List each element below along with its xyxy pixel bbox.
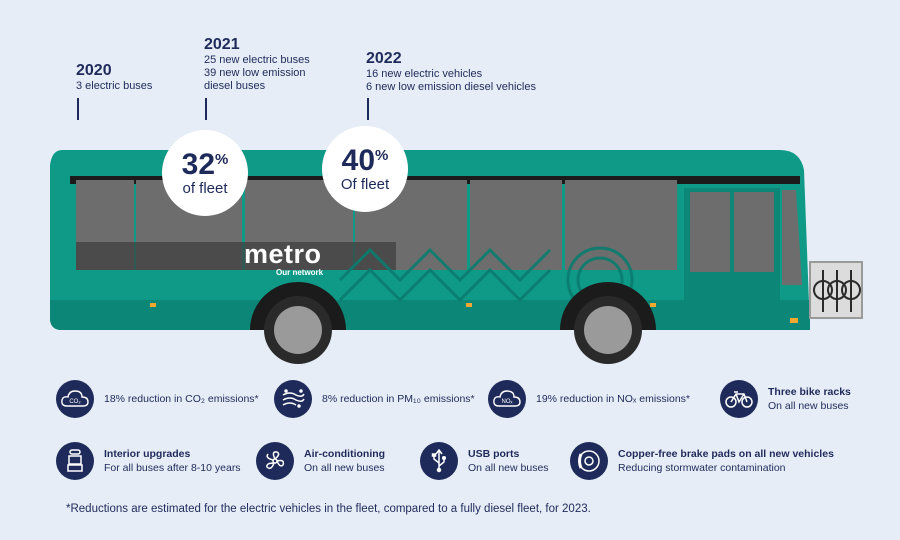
bicycle-icon [720,380,758,418]
bus-wheel-rear [250,282,346,364]
svg-text:CO₂: CO₂ [69,399,81,405]
milestone-tick [367,98,369,120]
co2-cloud-icon: CO₂ [56,380,94,418]
milestone-year: 2022 [366,50,402,67]
feature-title: Three bike racks [768,386,851,398]
feature-text: 18% reduction in CO₂ emissions* [104,393,259,405]
feature-subtitle: Reducing stormwater contamination [618,462,786,474]
fan-icon [256,442,294,480]
fleet-badge-40: 40% Of fleet [322,126,408,212]
bus-door-window [734,192,774,272]
bus-side-light [150,303,156,307]
milestone-tick [77,98,79,120]
fleet-badge-32: 32% of fleet [162,130,248,216]
feature-title: Air-conditioning [304,448,386,460]
logo-name: metro [244,239,322,269]
bike-rack [809,261,863,319]
milestone-line: 6 new low emission diesel vehicles [366,81,536,93]
milestone-line: 3 electric buses [76,80,153,92]
co2-reduction: CO₂ 18% reduction in CO₂ emissions* [56,380,259,418]
interior-upgrades: Interior upgrades For all buses after 8-… [56,442,241,480]
logo-tagline: Our network [276,268,324,277]
milestone-tick [205,98,207,120]
bus-headlight [790,318,798,323]
bus-side-light [466,303,472,307]
badge-label: Of fleet [340,176,390,193]
pm10-reduction: 8% reduction in PM₁₀ emissions* [274,380,475,418]
feature-text: 8% reduction in PM₁₀ emissions* [322,393,475,405]
milestone-line: 25 new electric buses [204,54,310,66]
brake-disc-icon [570,442,608,480]
feature-subtitle: On all new buses [468,462,549,474]
brake-pads: Copper-free brake pads on all new vehicl… [570,442,834,480]
feature-subtitle: On all new buses [768,400,849,412]
feature-text: 19% reduction in NOₓ emissions* [536,393,691,405]
badge-unit: % [375,147,389,164]
badge-label: of fleet [182,180,228,197]
bus-windscreen [782,190,802,285]
feature-subtitle: On all new buses [304,462,385,474]
milestone-2021: 2021 25 new electric buses 39 new low em… [204,36,310,93]
milestone-year: 2021 [204,36,240,53]
metro-logo: metro Our network [244,240,323,278]
particles-icon [274,380,312,418]
feature-title: Copper-free brake pads on all new vehicl… [618,448,834,460]
svg-text:NOₓ: NOₓ [502,399,513,405]
usb-ports: USB ports On all new buses [420,442,549,480]
bike-racks: Three bike racks On all new buses [720,380,851,418]
nox-cloud-icon: NOₓ [488,380,526,418]
bus-wheel-front [560,282,656,364]
milestone-2020: 2020 3 electric buses [76,62,152,93]
milestone-line: 39 new low emission [204,67,306,79]
feature-subtitle: For all buses after 8-10 years [104,462,241,474]
milestone-2022: 2022 16 new electric vehicles 6 new low … [366,50,536,94]
milestone-line: 16 new electric vehicles [366,68,483,80]
badge-unit: % [215,151,229,168]
footnote: *Reductions are estimated for the electr… [66,503,591,515]
nox-reduction: NOₓ 19% reduction in NOₓ emissions* [488,380,690,418]
usb-icon [420,442,458,480]
bus-side-light [650,303,656,307]
air-conditioning: Air-conditioning On all new buses [256,442,385,480]
seat-icon [56,442,94,480]
bus-illustration [50,150,863,364]
milestone-line: diesel buses [204,80,266,92]
badge-value: 32 [181,148,216,181]
badge-value: 40 [341,144,376,177]
milestone-year: 2020 [76,62,112,79]
feature-title: USB ports [468,448,520,460]
bus-window-shadow [76,242,396,270]
feature-title: Interior upgrades [104,448,191,460]
bus-door-window [690,192,730,272]
